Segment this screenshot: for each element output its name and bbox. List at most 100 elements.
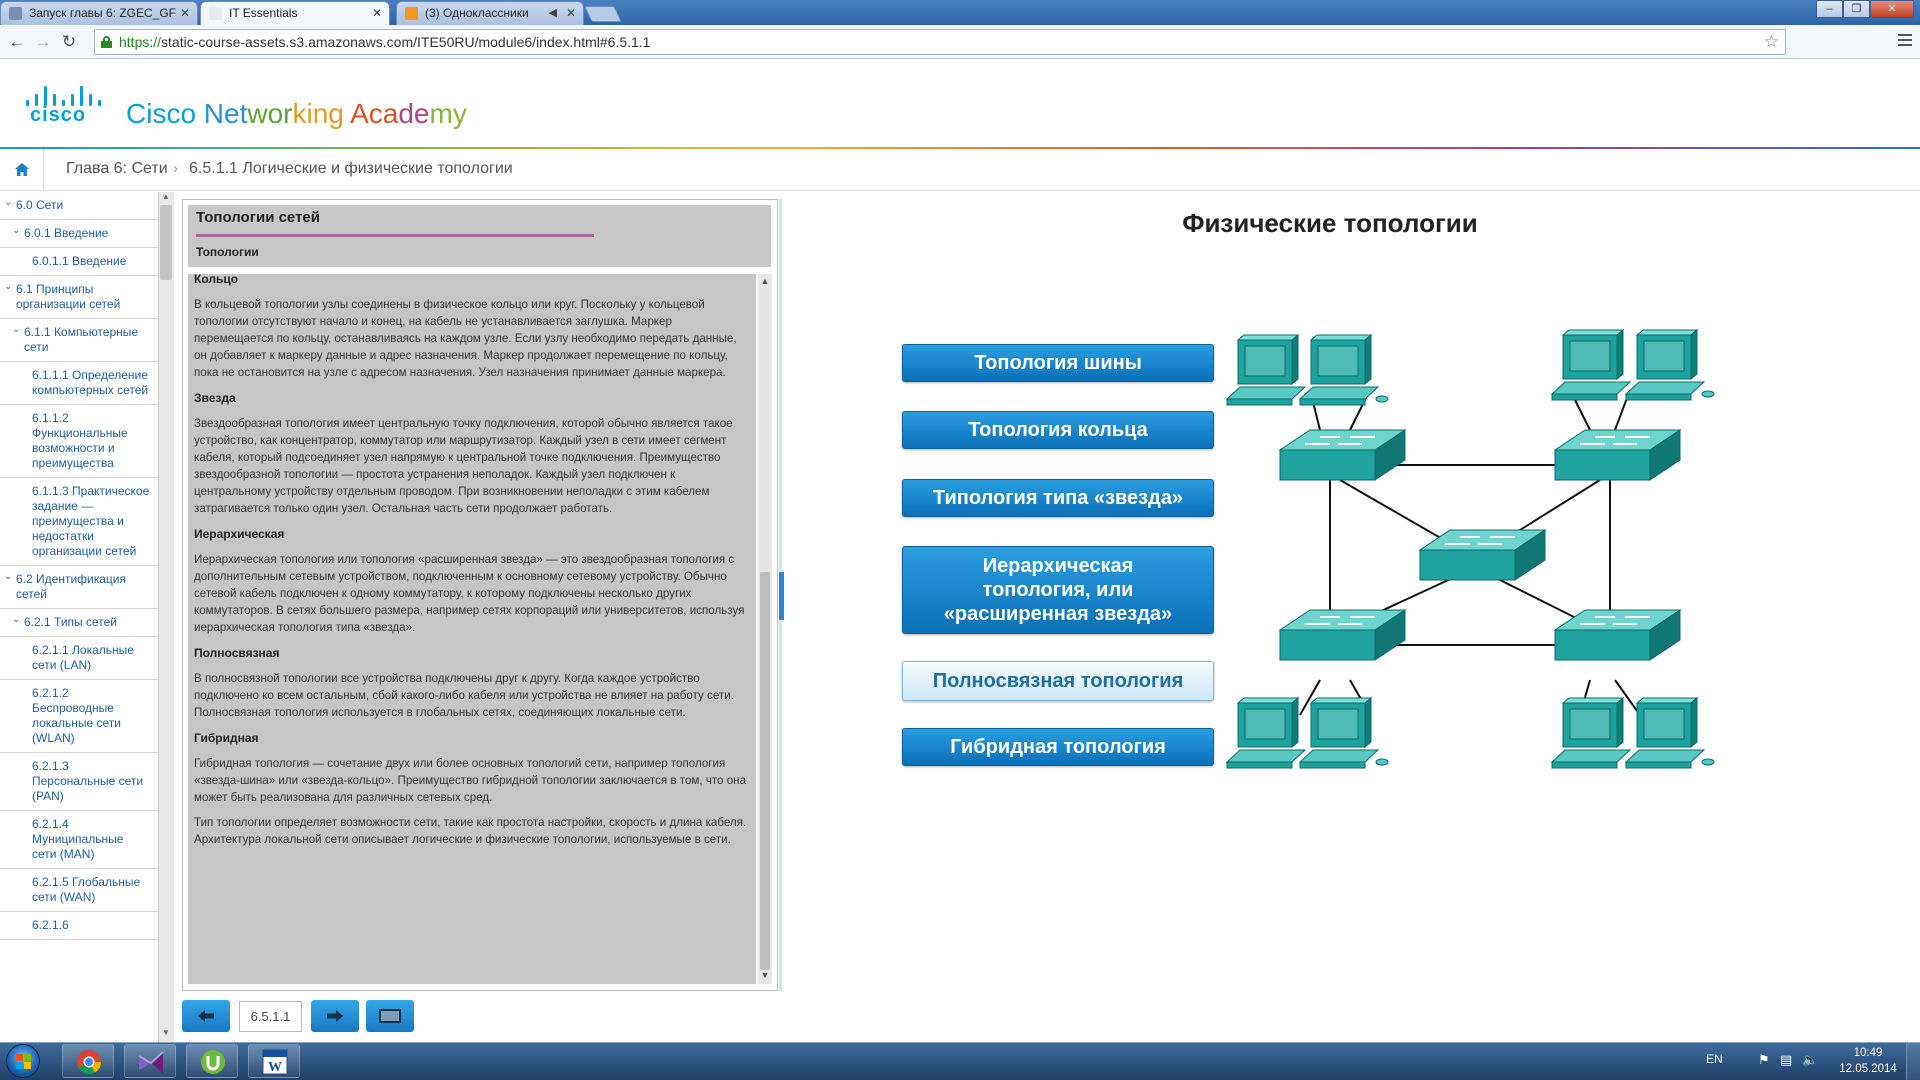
content-scroll-down-icon[interactable]: ▼	[760, 970, 770, 980]
content-scroll-up-icon[interactable]: ▲	[760, 276, 770, 286]
sidebar-scroll-down-icon[interactable]: ▼	[162, 1028, 170, 1037]
address-bar[interactable]: https://static-course-assets.s3.amazonaw…	[94, 29, 1786, 55]
network-icon[interactable]: ▤	[1780, 1052, 1793, 1067]
url-text: static-course-assets.s3.amazonaws.com/IT…	[161, 34, 651, 50]
sidebar-item-label: 6.2.1.1 Локальные сети (LAN)	[32, 643, 134, 672]
previous-page-button[interactable]	[182, 1000, 230, 1032]
topology-button[interactable]: Гибридная топология	[902, 728, 1214, 766]
home-button[interactable]	[0, 149, 44, 191]
full-mesh-topology-diagram	[1225, 328, 1715, 769]
topology-button[interactable]: Типология типа «звезда»	[902, 479, 1214, 517]
back-icon[interactable]: ←	[8, 32, 26, 51]
sidebar-item[interactable]: 6.2.1.1 Локальные сети (LAN)	[0, 637, 173, 680]
chevron-down-icon[interactable]: ⌄	[12, 225, 21, 236]
keyboard-language[interactable]: EN	[1706, 1052, 1723, 1066]
sidebar-item[interactable]: 6.1.1.3 Практическое задание — преимущес…	[0, 478, 173, 566]
computer-icon	[1624, 696, 1715, 769]
topology-button[interactable]: Топология шины	[902, 344, 1214, 382]
sidebar-item[interactable]: ⌄6.2.1 Типы сетей	[0, 609, 173, 637]
content-title-underline	[196, 234, 594, 237]
sidebar-item[interactable]: ⌄6.1 Принципы организации сетей	[0, 276, 173, 319]
chevron-down-icon[interactable]: ⌄	[4, 197, 13, 208]
sidebar-item-label: 6.1.1.2 Функциональные возможности и пре…	[32, 411, 128, 470]
sidebar-item[interactable]: 6.0.1.1 Введение	[0, 248, 173, 276]
chevron-down-icon[interactable]: ⌄	[12, 324, 21, 335]
close-window-button[interactable]: ✕	[1870, 0, 1914, 18]
sidebar-item-label: 6.2.1.2 Беспроводные локальные сети (WLA…	[32, 686, 121, 745]
sidebar-item-label: 6.0.1 Введение	[24, 226, 109, 240]
browser-tab[interactable]: IT Essentials ✕	[200, 1, 390, 25]
tab-close-icon[interactable]: ✕	[179, 6, 190, 20]
start-button[interactable]	[6, 1044, 40, 1078]
switch-icon	[1553, 429, 1682, 481]
academy-title-part: king	[292, 98, 351, 129]
reload-icon[interactable]: ↻	[61, 32, 77, 51]
sidebar-item[interactable]: ⌄6.1.1 Компьютерные сети	[0, 319, 173, 362]
section-heading: Звезда	[194, 391, 236, 405]
bookmark-star-icon[interactable]: ☆	[1763, 32, 1779, 51]
browser-tab[interactable]: (3) Одноклассники✕◀	[396, 1, 584, 25]
taskbar-word-button[interactable]: W	[248, 1044, 300, 1078]
minimize-button[interactable]: –	[1816, 0, 1843, 18]
show-desktop-button[interactable]	[1906, 1042, 1920, 1080]
tab-favicon-icon	[405, 7, 418, 20]
browser-menu-icon[interactable]	[1898, 34, 1912, 49]
sidebar-item[interactable]: 6.2.1.2 Беспроводные локальные сети (WLA…	[0, 680, 173, 753]
sidebar-item-label: 6.2.1.4 Муниципальные сети (MAN)	[32, 817, 124, 861]
sidebar-item[interactable]: 6.1.1.1 Определение компьютерных сетей	[0, 362, 173, 405]
sidebar-item[interactable]: 6.2.1.6	[0, 912, 173, 940]
chevron-down-icon[interactable]: ⌄	[4, 571, 13, 582]
clock-time: 10:49	[1853, 1047, 1883, 1059]
tab-title: IT Essentials	[229, 6, 298, 20]
sidebar-item[interactable]: 6.2.1.3 Персональные сети (PAN)	[0, 753, 173, 811]
arrow-left-icon	[198, 1010, 214, 1022]
sidebar-item-label: 6.1.1.3 Практическое задание — преимущес…	[32, 484, 150, 558]
section-paragraph: Звездообразная топология имеет центральн…	[194, 417, 733, 515]
sidebar-item[interactable]: ⌄6.2 Идентификация сетей	[0, 566, 173, 609]
breadcrumb-chapter[interactable]: Глава 6: Сети	[66, 160, 168, 177]
topology-button[interactable]: Иерархическая топология, или «расширенна…	[902, 546, 1214, 634]
forward-icon[interactable]: →	[34, 32, 52, 51]
system-clock[interactable]: 10:49 12.05.2014	[1836, 1045, 1900, 1077]
action-center-flag-icon[interactable]: ⚑	[1758, 1052, 1770, 1067]
topology-button[interactable]: Полносвязная топология	[902, 661, 1214, 701]
breadcrumb: Глава 6: Сети › 6.5.1.1 Логические и физ…	[0, 149, 1920, 191]
sidebar-item[interactable]: ⌄6.0.1 Введение	[0, 220, 173, 248]
chevron-down-icon[interactable]: ⌄	[4, 281, 13, 292]
sidebar-scroll-up-icon[interactable]: ▲	[162, 192, 170, 201]
topology-button[interactable]: Топология кольца	[902, 411, 1214, 449]
panel-divider-handle[interactable]	[779, 572, 784, 620]
media-toggle-button[interactable]	[366, 1000, 414, 1032]
maximize-button[interactable]: ❐	[1843, 0, 1870, 18]
header-rainbow-divider	[0, 147, 1920, 149]
academy-title: Cisco Networking Academy	[126, 98, 467, 130]
sidebar-item[interactable]: 6.2.1.5 Глобальные сети (WAN)	[0, 869, 173, 912]
academy-title-part: de	[398, 98, 430, 129]
browser-tab[interactable]: Запуск главы 6: ZGEC_GF✕	[0, 1, 198, 25]
academy-title-part: Net	[203, 98, 248, 129]
taskbar-utorrent-button[interactable]	[186, 1044, 238, 1078]
clock-date: 12.05.2014	[1839, 1063, 1897, 1075]
section-paragraph: В кольцевой топологии узлы соединены в ф…	[194, 298, 737, 379]
sidebar-item[interactable]: 6.1.1.2 Функциональные возможности и пре…	[0, 405, 173, 478]
taskbar-chrome-button[interactable]	[62, 1044, 114, 1078]
computer-icon	[1550, 328, 1641, 401]
sidebar-item[interactable]: ⌄6.0 Сети	[0, 192, 173, 220]
sidebar-scroll-thumb[interactable]	[160, 205, 172, 280]
computer-icon	[1298, 696, 1389, 769]
content-scroll-thumb[interactable]	[760, 572, 770, 970]
chevron-down-icon[interactable]: ⌄	[12, 614, 21, 625]
page-number: 6.5.1.1	[239, 1001, 302, 1032]
taskbar-visual-studio-button[interactable]	[124, 1044, 176, 1078]
sidebar-item-label: 6.2.1.6	[32, 918, 69, 932]
next-page-button[interactable]	[311, 1000, 359, 1032]
tab-audio-icon[interactable]: ◀	[548, 7, 557, 19]
volume-icon[interactable]: 🔈	[1802, 1052, 1819, 1067]
visual-studio-icon	[138, 1051, 164, 1074]
sidebar-item[interactable]: 6.2.1.4 Муниципальные сети (MAN)	[0, 811, 173, 869]
sidebar-scrollbar[interactable]	[158, 192, 174, 1042]
tab-close-icon[interactable]: ✕	[371, 6, 382, 20]
svg-text:W: W	[268, 1060, 282, 1075]
tab-close-icon[interactable]: ✕	[565, 6, 576, 20]
